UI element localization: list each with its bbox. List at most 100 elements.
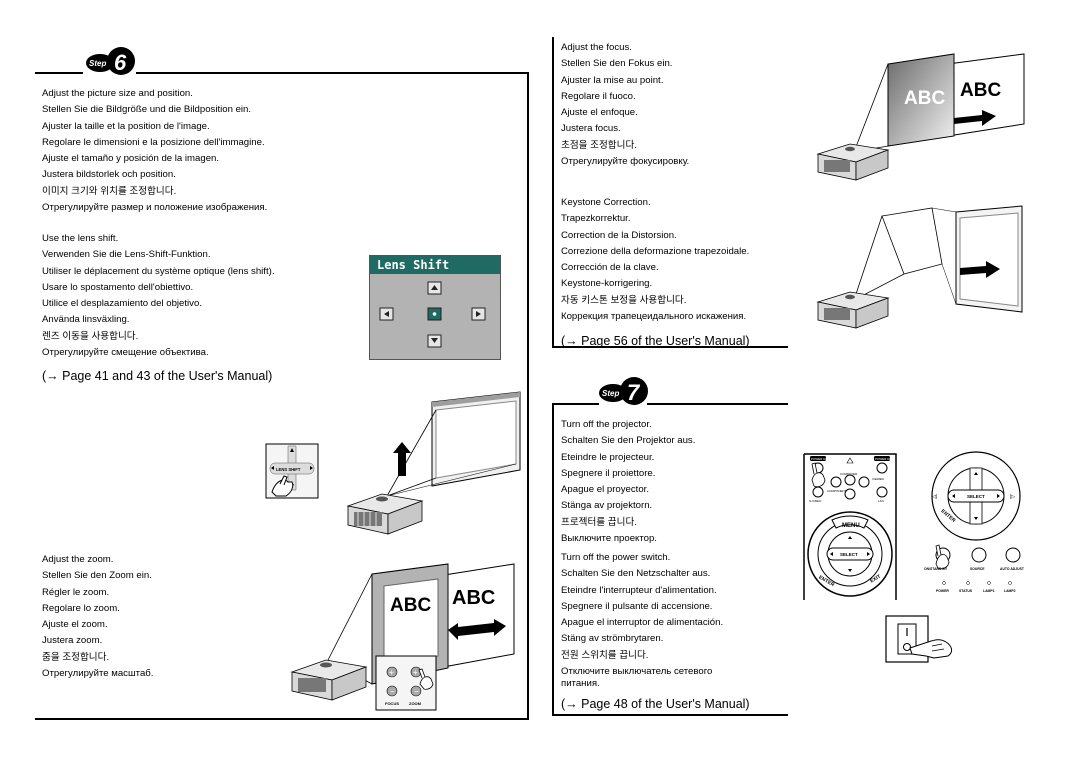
power-off-page-reference: (→ Page 48 of the User's Manual): [561, 697, 750, 711]
lens-shift-up-button[interactable]: [427, 281, 442, 295]
lens-shift-illustration: LENS SHIFT: [265, 391, 521, 535]
instruction-line: Adjust the picture size and position.: [42, 88, 193, 99]
panel-lamp2-label: LAMP2: [1004, 589, 1016, 593]
instruction-line: Отрегулируйте масштаб.: [42, 668, 154, 680]
remote-component-label: COMPONENT: [827, 489, 847, 493]
instruction-line: Usare lo spostamento dell'obiettivo.: [42, 281, 194, 293]
instruction-line: 렌즈 이동을 사용합니다.: [42, 330, 139, 342]
instruction-line: Ajuster la mise au point.: [561, 74, 664, 86]
panel-standby-label: ON/STAND BY: [924, 567, 948, 571]
lens-shift-instructions: Use the lens shift. Verwenden Sie die Le…: [42, 231, 275, 361]
panel-lamp1-label: LAMP1: [983, 589, 995, 593]
lens-shift-keypad: LENS SHIFT: [265, 443, 319, 499]
remote-power-off-button[interactable]: [876, 462, 888, 474]
instruction-line: Ajuste el tamaño y posición de la imagen…: [42, 153, 220, 165]
zoom-screen-text: ABC: [390, 595, 431, 616]
instruction-line: Apague el proyector.: [561, 484, 650, 496]
instruction-line: Turn off the power switch.: [561, 552, 671, 563]
remote-control: POWER ON POWER OFF COMPUTER COMPONENT VI…: [803, 453, 897, 600]
lens-shift-osd: Lens Shift: [369, 255, 501, 360]
panel-select-label: SELECT: [967, 494, 985, 499]
instruction-line: Отрегулируйте смещение объектива.: [42, 347, 209, 359]
panel-select-button[interactable]: [947, 489, 1005, 503]
keystone-instructions: Keystone Correction. Trapezkorrektur. Co…: [561, 195, 749, 325]
instruction-line: Keystone Correction.: [561, 197, 651, 208]
step7-badge-number: 7: [627, 380, 641, 405]
focus-instructions: Adjust the focus. Stellen Sie den Fokus …: [561, 40, 689, 170]
panel-source-button[interactable]: [971, 547, 987, 563]
instruction-line: Régler le zoom.: [42, 586, 110, 598]
remote-computer-label: COMPUTER: [840, 472, 858, 476]
step7-badge: Step 7: [599, 377, 648, 405]
step6-badge-number: 6: [114, 50, 127, 75]
projector-control-panel: SELECT ◁| |▷ ENTER ON/STAND BY SOURCE AU…: [924, 451, 1025, 593]
remote-select-button[interactable]: [826, 547, 874, 561]
instruction-line: Adjust the focus.: [561, 42, 632, 53]
instruction-line: Отрегулируйте размер и положение изображ…: [42, 202, 268, 214]
focus-screen-text-blurred: ABC: [904, 88, 945, 109]
svg-text:+: +: [389, 668, 394, 677]
instruction-line: Schalten Sie den Netzschalter aus.: [561, 568, 711, 580]
keypad-lens-shift-label: LENS SHIFT: [276, 467, 301, 472]
instruction-line: Stänga av projektorn.: [561, 500, 653, 512]
zoom-screen-text-large: ABC: [452, 587, 495, 609]
instruction-line: Keystone-korrigering.: [561, 278, 653, 290]
lens-shift-center-button[interactable]: [427, 307, 442, 321]
lens-shift-left-button[interactable]: [379, 307, 394, 321]
projector-icon: [816, 291, 890, 329]
instruction-line: Stellen Sie die Bildgröße und die Bildpo…: [42, 104, 252, 116]
instruction-line: Verwenden Sie die Lens-Shift-Funktion.: [42, 249, 211, 261]
instruction-line: Stellen Sie den Zoom ein.: [42, 570, 152, 582]
instruction-line: Ajuste el zoom.: [42, 619, 108, 631]
instruction-line: 이미지 크기와 위치를 조정합니다.: [42, 185, 177, 197]
step7-badge-word: Step: [602, 389, 619, 398]
panel-left-icon: ◁|: [932, 494, 937, 500]
warning-icon: [846, 457, 854, 464]
instruction-line: Regolare il fuoco.: [561, 90, 636, 102]
remote-computer-button[interactable]: [844, 474, 856, 486]
remote-viewer-label: VIEWER: [872, 477, 885, 481]
step6-badge: Step 6: [86, 47, 135, 75]
svg-text:−: −: [414, 687, 419, 696]
switch-off-mark-icon: [903, 643, 911, 651]
keystone-illustration: [816, 205, 1023, 329]
remote-lan-label: LAN: [878, 499, 884, 503]
instruction-line: Trapezkorrektur.: [561, 213, 631, 225]
power-switch-instructions: Turn off the power switch. Schalten Sie …: [561, 550, 723, 693]
instruction-line: Ajuste el enfoque.: [561, 107, 638, 119]
projector-icon: [816, 143, 890, 181]
instruction-line: 자동 키스톤 보정을 사용합니다.: [561, 294, 687, 306]
instruction-line: Use the lens shift.: [42, 233, 119, 244]
instruction-line: Отрегулируйте фокусировку.: [561, 156, 690, 168]
instruction-line: питания.: [561, 678, 600, 690]
panel-right-icon: |▷: [1010, 494, 1015, 500]
size-instructions: Adjust the picture size and position. St…: [42, 86, 267, 216]
instruction-line: Justera zoom.: [42, 635, 103, 647]
panel-auto-adjust-button[interactable]: [1005, 547, 1021, 563]
focus-illustration: ABC ABC: [816, 53, 1025, 181]
panel-power-label: POWER: [936, 589, 949, 593]
instruction-line: Выключите проектор.: [561, 533, 657, 545]
focus-screen-text-sharp: ABC: [960, 80, 1001, 101]
instruction-line: 프로젝터를 끕니다.: [561, 516, 637, 528]
lens-shift-arrows: [379, 281, 486, 348]
remote-power-on-label: POWER ON: [811, 457, 828, 461]
power-switch[interactable]: [897, 623, 917, 655]
lens-shift-right-button[interactable]: [471, 307, 486, 321]
svg-text:+: +: [413, 668, 418, 677]
instruction-line: Apague el interruptor de alimentación.: [561, 617, 724, 629]
instruction-line: Отключите выключатель сетевого: [561, 666, 713, 678]
lens-shift-page-reference: (→ Page 41 and 43 of the User's Manual): [42, 369, 273, 383]
instruction-line: Turn off the projector.: [561, 419, 652, 430]
zoom-illustration: ABC ABC + + − − FOCUS ZOOM: [290, 563, 515, 711]
lens-shift-down-button[interactable]: [427, 334, 442, 348]
panel-source-label: SOURCE: [970, 567, 985, 571]
instruction-line: Correction de la Distorsion.: [561, 229, 677, 241]
remote-power-off-label: POWER OFF: [875, 457, 893, 461]
instruction-line: Correzione della deformazione trapezoida…: [561, 245, 750, 257]
instruction-line: Spegnere il proiettore.: [561, 467, 656, 479]
zoom-instructions: Adjust the zoom. Stellen Sie den Zoom ei…: [42, 552, 153, 682]
instruction-line: Schalten Sie den Projektor aus.: [561, 435, 696, 447]
instruction-line: Regolare lo zoom.: [42, 602, 120, 614]
focus-zoom-keypad: + + − − FOCUS ZOOM: [375, 655, 437, 711]
